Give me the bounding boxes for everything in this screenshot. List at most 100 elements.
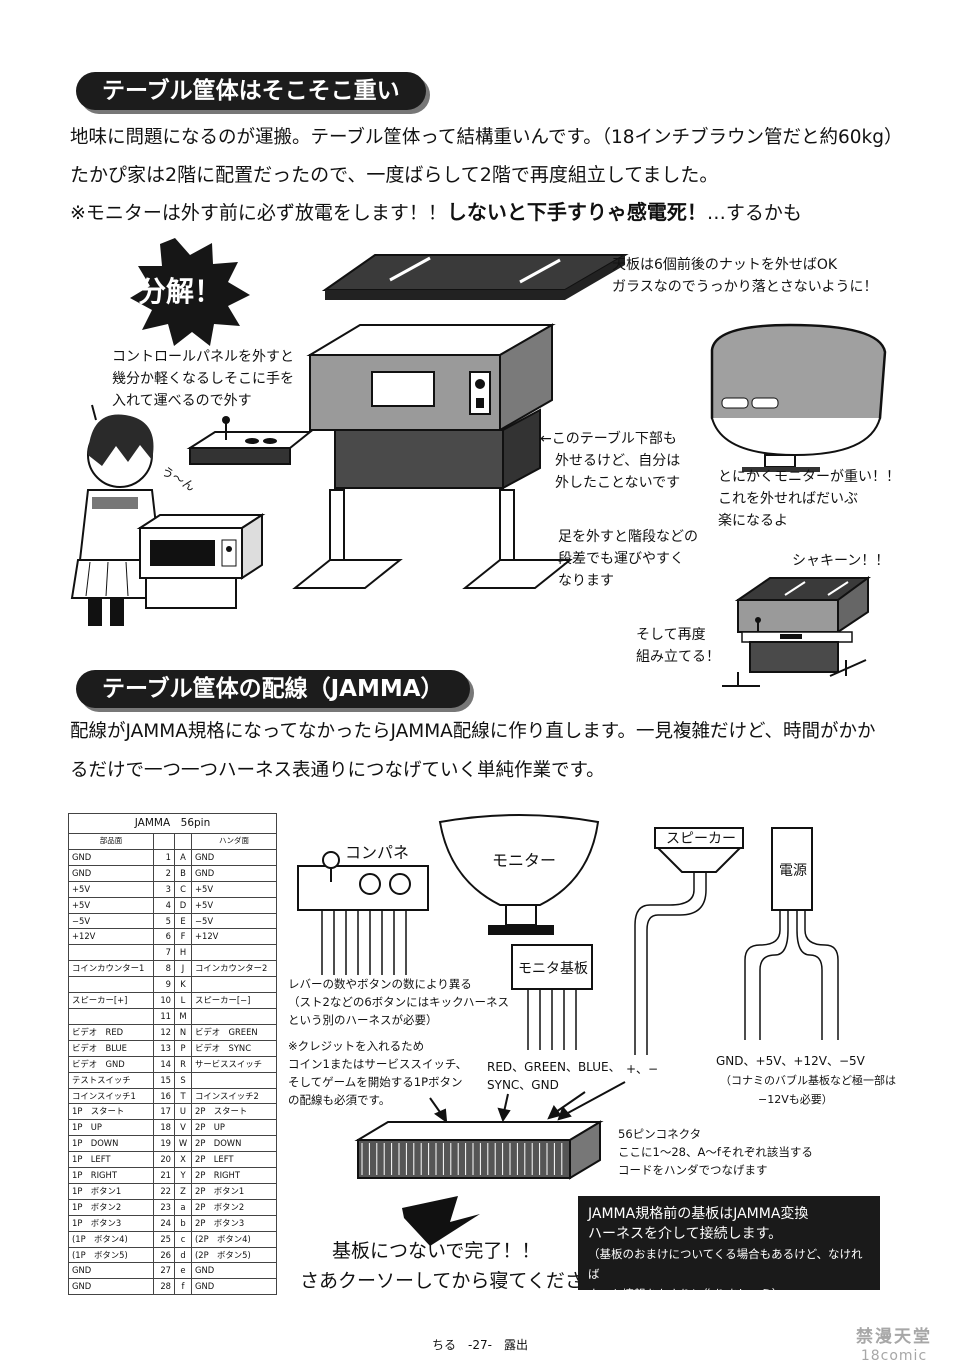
pin-cell: F — [174, 928, 192, 946]
power-box — [771, 827, 813, 911]
pin-cell: K — [174, 976, 192, 994]
watermark-line-1: 禁漫天堂 — [856, 1327, 932, 1347]
pin-cell: −5V — [191, 912, 277, 930]
pin-cell: D — [174, 896, 192, 914]
credit-note-3: そしてゲームを開始する1Pボタン — [288, 1075, 463, 1089]
label-monitor-board: モニタ基板 — [518, 961, 588, 977]
pin-cell: +5V — [68, 880, 154, 898]
pin-cell: 20 — [153, 1151, 175, 1169]
pin-cell: V — [174, 1119, 192, 1137]
pin-cell: A — [174, 848, 192, 866]
pin-header-left: 部品面 — [68, 833, 154, 850]
warning-suffix: …するかも — [706, 202, 802, 224]
pin-cell: (1P ボタン5) — [68, 1246, 154, 1264]
pin-cell: e — [174, 1262, 192, 1280]
power-label-3: −12Vも必要） — [758, 1093, 833, 1106]
pin-cell: 22 — [153, 1182, 175, 1200]
note-legs-3: なります — [558, 573, 614, 589]
pin-cell: 23 — [153, 1198, 175, 1216]
pin-cell: コインカウンター1 — [68, 960, 154, 978]
pin-cell: GND — [68, 1262, 154, 1280]
pin-cell: 1P ボタン2 — [68, 1198, 154, 1216]
pin-cell: (2P ボタン5) — [191, 1246, 277, 1264]
pin-cell: (2P ボタン4) — [191, 1230, 277, 1248]
pin-cell: 2P ボタン1 — [191, 1182, 277, 1200]
section1-heading: テーブル筐体はそこそこ重い — [76, 72, 426, 110]
burst-text: 分解！ — [138, 275, 223, 308]
pin-cell: 13 — [153, 1039, 175, 1057]
wiring-diagram — [297, 814, 839, 1246]
pin-cell: ビデオ GREEN — [191, 1023, 277, 1041]
pin-cell: +5V — [191, 896, 277, 914]
pin-cell: U — [174, 1103, 192, 1121]
pin-cell: コインカウンター2 — [191, 960, 277, 978]
note-control-panel-2: 幾分か軽くなるしそこに手を — [112, 371, 294, 387]
pin-cell: GND — [68, 864, 154, 882]
pin-cell: 8 — [153, 960, 175, 978]
pin-cell: GND — [68, 1278, 154, 1296]
disassembly-illustration — [70, 238, 887, 687]
section2-line-2: るだけで一つ一つハーネス表通りにつなげていく単純作業です。 — [70, 760, 605, 781]
pin-cell: GND — [191, 848, 277, 866]
pin-cell: 3 — [153, 880, 175, 898]
pin-cell: ビデオ SYNC — [191, 1039, 277, 1057]
done-line-2: さあクーソーしてから寝てください — [300, 1270, 603, 1292]
pin-cell: 1P LEFT — [68, 1151, 154, 1169]
pin-cell: Z — [174, 1182, 192, 1200]
pin-cell: a — [174, 1198, 192, 1216]
pin-cell: 27 — [153, 1262, 175, 1280]
pin-cell: B — [174, 864, 192, 882]
pin-cell: ビデオ BLUE — [68, 1039, 154, 1057]
credit-note-2: コイン1またはサービススイッチ、 — [288, 1057, 468, 1071]
pin-cell: 28 — [153, 1278, 175, 1296]
pin-cell: 21 — [153, 1167, 175, 1184]
section1-line-2: たかぴ家は2階に配置だったので、一度ばらして2階で再度組立してました。 — [70, 164, 719, 186]
pin-cell — [191, 944, 277, 962]
done-arrow — [402, 1196, 480, 1246]
pin-cell: 9 — [153, 976, 175, 994]
note-top-board-2: ガラスなのでうっかり落とさないように！ — [612, 279, 878, 295]
page-footer: ちる -27- 露出 — [432, 1338, 528, 1352]
pin-cell: 1P UP — [68, 1119, 154, 1137]
section2-line-1: 配線がJAMMA規格になってなかったらJAMMA配線に作り直します。一見複雑だけ… — [70, 721, 876, 742]
pin-cell: サービススイッチ — [191, 1055, 277, 1073]
burst-shape — [130, 238, 250, 346]
warning-bold: しないと下手すりゃ感電死！ — [446, 200, 707, 224]
rgb-label-1: RED、GREEN、BLUE、 — [487, 1060, 621, 1074]
note-lower-part-2: 外せるけど、自分は — [555, 453, 681, 469]
monitor-board-box — [511, 944, 593, 990]
lever-note-2: （スト2などの6ボタンにはキックハーネス — [288, 995, 510, 1009]
label-conpane: コンパネ — [345, 843, 410, 862]
section1-line-1: 地味に問題になるのが運搬。テーブル筐体って結構重いんです。（18インチブラウン管… — [70, 127, 903, 148]
pin-cell: f — [174, 1278, 192, 1296]
pin-cell: 7 — [153, 944, 175, 962]
power-label-1: GND、+5V、+12V、−5V — [716, 1054, 865, 1068]
pin-cell: スピーカー[+] — [68, 992, 154, 1009]
pin-cell: d — [174, 1246, 192, 1264]
pin-cell: E — [174, 912, 192, 930]
pin-cell: GND — [68, 848, 154, 866]
section2-heading: テーブル筐体の配線（JAMMA） — [76, 670, 470, 708]
pin-cell: 1P スタート — [68, 1103, 154, 1121]
note-legs-1: 足を外すと階段などの — [558, 529, 698, 545]
pin-cell: 16 — [153, 1087, 175, 1105]
pin-cell: +5V — [191, 880, 277, 898]
label-speaker: スピーカー — [666, 831, 736, 847]
credit-note-4: の配線も必須です。 — [288, 1093, 391, 1107]
pin-cell: スピーカー[−] — [191, 992, 277, 1009]
pin-cell: +5V — [68, 896, 154, 914]
pin-cell: +12V — [191, 928, 277, 946]
label-monitor: モニター — [492, 851, 557, 870]
